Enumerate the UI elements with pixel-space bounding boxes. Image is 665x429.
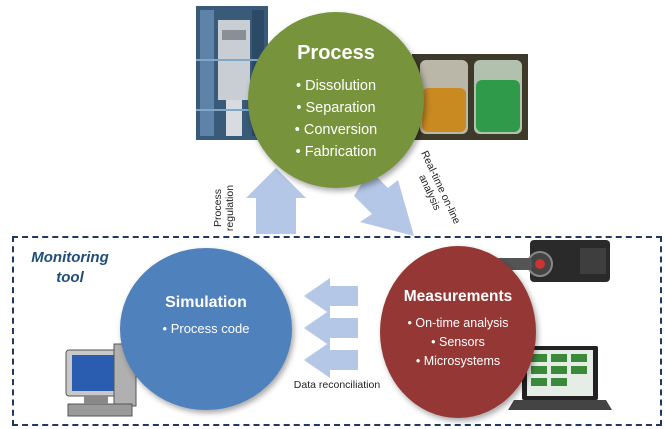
realtime-arrow bbox=[354, 170, 414, 236]
process-regulation-label: Process regulation bbox=[212, 184, 236, 232]
desktop-computer-icon bbox=[65, 343, 137, 417]
simulation-circle: Simulation Process code bbox=[120, 248, 292, 410]
monitoring-tool-frame bbox=[12, 236, 662, 426]
list-item: Conversion bbox=[248, 119, 424, 141]
reconciliation-arrows bbox=[304, 278, 358, 378]
measurements-list: On-time analysis Sensors Microsystems bbox=[380, 314, 536, 371]
beakers-photo bbox=[412, 54, 528, 140]
list-item: On-time analysis bbox=[380, 314, 536, 333]
industrial-plant-photo bbox=[196, 6, 268, 140]
list-item: Sensors bbox=[380, 333, 536, 352]
list-item: Fabrication bbox=[248, 141, 424, 163]
process-title: Process bbox=[297, 42, 375, 64]
simulation-title: Simulation bbox=[165, 294, 247, 311]
camera-device-icon bbox=[496, 240, 610, 282]
regulation-arrow bbox=[246, 168, 306, 234]
monitoring-tool-label: Monitoring tool bbox=[31, 249, 109, 286]
list-item: Dissolution bbox=[248, 75, 424, 97]
measurements-title: Measurements bbox=[403, 288, 513, 305]
process-circle: Process Dissolution Separation Conversio… bbox=[248, 12, 424, 188]
laptop-icon bbox=[508, 346, 612, 410]
data-reconciliation-label: Data reconciliation bbox=[293, 379, 381, 391]
simulation-list: Process code bbox=[120, 320, 292, 338]
list-item: Microsystems bbox=[380, 352, 536, 371]
measurements-circle: Measurements On-time analysis Sensors Mi… bbox=[380, 246, 536, 418]
list-item: Separation bbox=[248, 97, 424, 119]
process-list: Dissolution Separation Conversion Fabric… bbox=[248, 75, 424, 163]
list-item: Process code bbox=[120, 320, 292, 338]
